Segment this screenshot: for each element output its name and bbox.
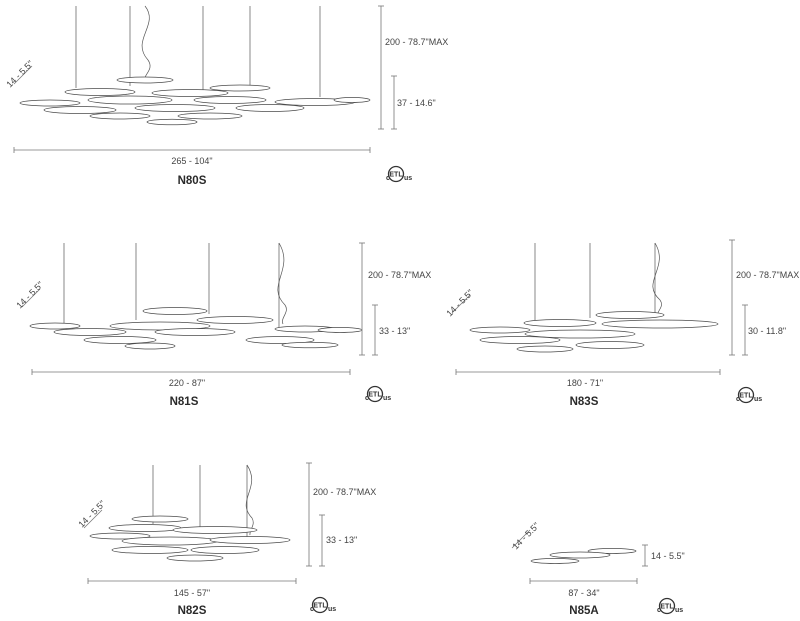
n83s-wires: [534, 242, 662, 322]
lamp-n82s: 200 - 78.7"MAX 33 - 13" 145 - 57" 14 - 5…: [76, 462, 376, 617]
n81s-etl-icon: [364, 385, 392, 403]
n81s-leaves: [29, 307, 363, 350]
n83s-etl-icon: [735, 386, 763, 404]
lamp-n85a: 14 - 5.5" 87 - 34" 14 - 5.5" N85A: [510, 521, 684, 617]
n81s-width-label: 220 - 87": [169, 378, 205, 388]
n85a-height-label: 14 - 5.5": [651, 551, 685, 561]
n80s-wires: [75, 5, 321, 97]
lamp-n83s: 200 - 78.7"MAX 30 - 11.8" 180 - 71" 14 -…: [444, 239, 799, 408]
n80s-width-label: 265 - 104": [171, 156, 212, 166]
n81s-max-height-label: 200 - 78.7"MAX: [368, 270, 431, 280]
n82s-max-height-label: 200 - 78.7"MAX: [313, 487, 376, 497]
n82s-height-label: 33 - 13": [326, 535, 357, 545]
n81s-model-name: N81S: [170, 396, 199, 408]
n85a-dimensions: [511, 529, 648, 584]
n80s-etl-icon: [385, 165, 413, 183]
n80s-height-label: 37 - 14.6": [397, 98, 436, 108]
n82s-model-name: N82S: [178, 605, 207, 617]
n83s-leaf-label: 14 - 5.5": [444, 288, 475, 319]
n80s-model-name: N80S: [178, 175, 207, 187]
n85a-etl-icon: [656, 597, 684, 615]
lamp-n81s: 200 - 78.7"MAX 33 - 13" 220 - 87" 14 - 5…: [14, 242, 431, 408]
n81s-leaf-label: 14 - 5.5": [14, 280, 45, 311]
n80s-leaves: [19, 76, 371, 126]
n80s-dimensions: [13, 5, 397, 153]
n83s-width-label: 180 - 71": [567, 378, 603, 388]
n82s-dimensions: [83, 462, 325, 584]
n83s-dimensions: [451, 239, 748, 375]
n83s-height-label: 30 - 11.8": [748, 326, 786, 336]
lamp-n80s: 200 - 78.7"MAX 37 - 14.6" 265 - 104" 14 …: [4, 5, 448, 187]
n81s-wires: [63, 242, 287, 328]
n82s-wires: [152, 464, 254, 538]
n80s-leaf-label: 14 - 5.5": [4, 59, 35, 90]
n81s-height-label: 33 - 13": [379, 326, 410, 336]
n83s-max-height-label: 200 - 78.7"MAX: [736, 270, 799, 280]
n82s-width-label: 145 - 57": [174, 588, 210, 598]
n85a-leaf-label: 14 - 5.5": [510, 521, 541, 552]
n82s-leaves: [89, 515, 291, 562]
n83s-leaves: [469, 311, 719, 353]
n85a-model-name: N85A: [569, 605, 598, 617]
n82s-leaf-label: 14 - 5.5": [76, 499, 107, 530]
n82s-etl-icon: [309, 596, 337, 614]
n81s-dimensions: [21, 242, 378, 375]
n80s-max-height-label: 200 - 78.7"MAX: [385, 37, 448, 47]
n83s-model-name: N83S: [570, 396, 599, 408]
n85a-leaves: [530, 548, 637, 564]
n85a-width-label: 87 - 34": [568, 588, 599, 598]
